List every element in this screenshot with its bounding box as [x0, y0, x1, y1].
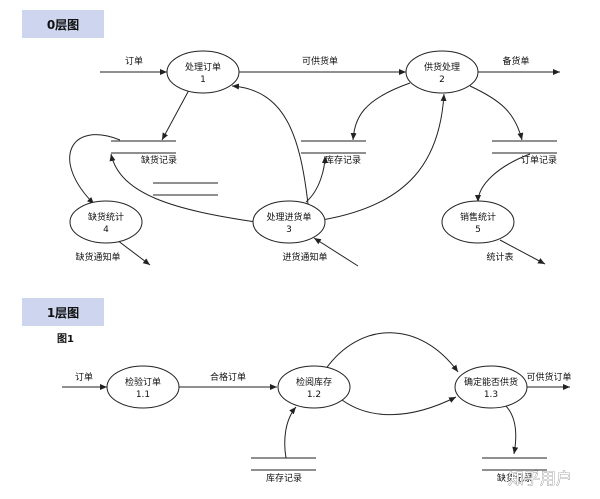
process-4-ellipse: [69, 200, 143, 244]
process-1-ellipse: [166, 50, 240, 94]
process-1-3-name: 确定能否供货: [464, 376, 518, 388]
flow-purchase-notice-in: [313, 237, 359, 267]
process-3-ellipse: [252, 200, 326, 244]
flow-p2-to-orderrec: [469, 85, 524, 141]
process-1-3-ellipse: [454, 365, 528, 409]
flow-label-order: 订单: [125, 55, 143, 67]
flow-statistics-out: [499, 239, 546, 265]
flow-l1-upper-arc: [324, 332, 459, 373]
process-3-num: 3: [286, 225, 292, 235]
process-1-1-ellipse: [106, 365, 180, 409]
process-1-1-name: 检验订单: [125, 376, 161, 388]
store-shortage-l0-label: 缺货记录: [141, 154, 177, 166]
flow-label-supply-list: 可供货单: [302, 55, 338, 67]
flow-l1-label-valid-order: 合格订单: [210, 371, 246, 383]
flow-label-shortage-notice: 缺货通知单: [75, 251, 120, 263]
flow-label-statistics: 统计表: [486, 251, 513, 263]
flow-orderrec-to-p5: [475, 153, 531, 203]
flow-p3-to-p2: [321, 93, 447, 221]
flow-p2-to-stock: [350, 82, 411, 141]
flow-p3-to-p1: [231, 83, 309, 205]
store-stock-l1-label: 库存记录: [266, 472, 302, 484]
process-1-3-num: 1.3: [484, 390, 498, 400]
level0-title-banner: 0层图: [22, 10, 104, 38]
store-shortage-l1-label: 缺货记录: [497, 472, 533, 484]
flow-l1-label-supply-order: 可供货订单: [526, 371, 571, 383]
process-5-ellipse: [441, 200, 515, 244]
flow-shortage-notice-out: [116, 239, 151, 266]
process-1-2-num: 1.2: [307, 390, 321, 400]
store-orderrec-label: 订单记录: [521, 154, 557, 166]
figure-label: 图1: [57, 334, 74, 345]
flow-l1-lower-arc: [341, 396, 457, 416]
flow-label-purchase-notice: 进货通知单: [282, 251, 327, 263]
flow-shortage-to-p4: [69, 134, 121, 205]
flow-l1-to-shortage: [504, 404, 519, 455]
flow-label-prep-list: 备货单: [502, 55, 529, 67]
process-5-name: 销售统计: [460, 211, 496, 223]
process-4-num: 4: [103, 225, 109, 235]
process-2-name: 供货处理: [424, 61, 460, 73]
process-1-2-ellipse: [277, 365, 351, 409]
process-4-name: 缺货统计: [88, 211, 124, 223]
level1-title-banner: 1层图: [22, 298, 104, 326]
flow-p1-to-shortage: [161, 89, 190, 141]
flow-l1-label-order: 订单: [75, 371, 93, 383]
watermark: 知乎用户: [508, 469, 572, 488]
flow-p3-to-stock: [305, 155, 328, 203]
process-1-1-num: 1.1: [136, 390, 150, 400]
process-2-ellipse: [405, 50, 479, 94]
flow-p3-to-shortage: [109, 153, 257, 223]
process-3-name: 处理进货单: [266, 211, 311, 223]
process-5-num: 5: [475, 225, 481, 235]
process-1-name: 处理订单: [185, 61, 221, 73]
process-1-2-name: 检阅库存: [296, 376, 332, 388]
store-stock-l0-label: 库存记录: [325, 154, 361, 166]
process-1-num: 1: [200, 75, 206, 85]
flow-l1-stock-to-q2: [284, 406, 297, 459]
process-2-num: 2: [439, 75, 445, 85]
